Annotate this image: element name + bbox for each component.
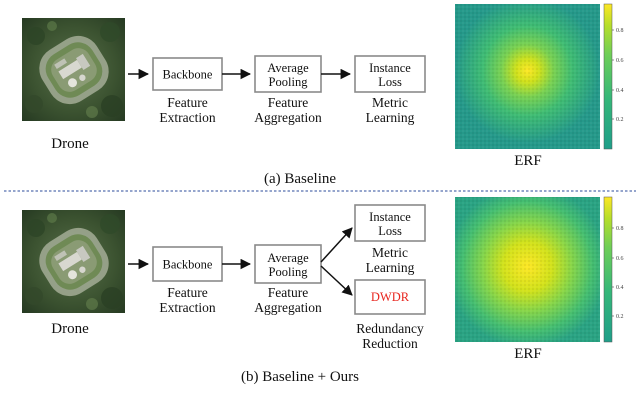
colorbar-tick: 0.4 (616, 285, 624, 291)
arrow-to-dwdr (320, 265, 353, 296)
colorbar-tick: 0.8 (616, 28, 624, 34)
average-pooling-box: Average Pooling (254, 55, 322, 93)
dwdr-box: DWDR (354, 279, 426, 315)
feature-aggregation-label: Feature (268, 285, 308, 300)
caption-baseline: (a) Baseline (264, 171, 336, 187)
feature-extraction-label-line2: Extraction (159, 300, 215, 315)
feature-extraction-label: Feature (167, 95, 207, 110)
colorbar-tick: 0.4 (616, 88, 624, 94)
svg-text:Instance: Instance (369, 61, 411, 75)
metric-learning-label: Metric (372, 245, 408, 260)
colorbar-tick: 0.6 (616, 58, 624, 64)
colorbar-tick: 0.2 (616, 314, 624, 320)
feature-aggregation-label: Feature (268, 95, 308, 110)
svg-text:Loss: Loss (378, 75, 402, 89)
arrow-to-instance-loss (320, 227, 353, 263)
metric-learning-label-line2: Learning (366, 260, 415, 275)
svg-text:Loss: Loss (378, 224, 402, 238)
colorbar: 0.8 0.6 0.4 0.2 (603, 196, 624, 343)
caption-baseline-plus-ours: (b) Baseline + Ours (241, 369, 359, 385)
svg-text:DWDR: DWDR (371, 290, 410, 304)
svg-text:Instance: Instance (369, 210, 411, 224)
drone-label: Drone (51, 321, 89, 337)
drone-image (22, 210, 125, 313)
drone-image (22, 18, 125, 121)
colorbar-tick: 0.8 (616, 226, 624, 232)
erf-heatmap (455, 4, 600, 149)
svg-text:Average: Average (267, 251, 309, 265)
panel-baseline-plus-ours: Drone Backbone Feature Extraction Averag… (22, 196, 624, 385)
svg-text:Average: Average (267, 61, 309, 75)
instance-loss-box: Instance Loss (354, 204, 426, 242)
redundancy-reduction-label-line2: Reduction (362, 336, 418, 351)
colorbar: 0.8 0.6 0.4 0.2 (603, 3, 624, 150)
svg-text:Pooling: Pooling (269, 75, 309, 89)
instance-loss-box: Instance Loss (354, 55, 426, 93)
svg-text:Backbone: Backbone (163, 68, 213, 82)
metric-learning-label-line2: Learning (366, 110, 415, 125)
drone-label: Drone (51, 136, 89, 152)
erf-label: ERF (514, 346, 542, 362)
erf-heatmap (455, 197, 600, 342)
feature-aggregation-label-line2: Aggregation (254, 110, 322, 125)
svg-text:Backbone: Backbone (163, 258, 213, 272)
colorbar-tick: 0.2 (616, 117, 624, 123)
panel-baseline: Drone Backbone Feature Extraction Averag… (22, 3, 624, 187)
feature-extraction-label: Feature (167, 285, 207, 300)
average-pooling-box: Average Pooling (254, 244, 322, 284)
svg-text:Pooling: Pooling (269, 265, 309, 279)
feature-extraction-label-line2: Extraction (159, 110, 215, 125)
redundancy-reduction-label: Redundancy (356, 321, 424, 336)
backbone-box: Backbone (152, 57, 223, 91)
feature-aggregation-label-line2: Aggregation (254, 300, 322, 315)
backbone-box: Backbone (152, 246, 223, 282)
colorbar-tick: 0.6 (616, 256, 624, 262)
erf-label: ERF (514, 153, 542, 169)
metric-learning-label: Metric (372, 95, 408, 110)
